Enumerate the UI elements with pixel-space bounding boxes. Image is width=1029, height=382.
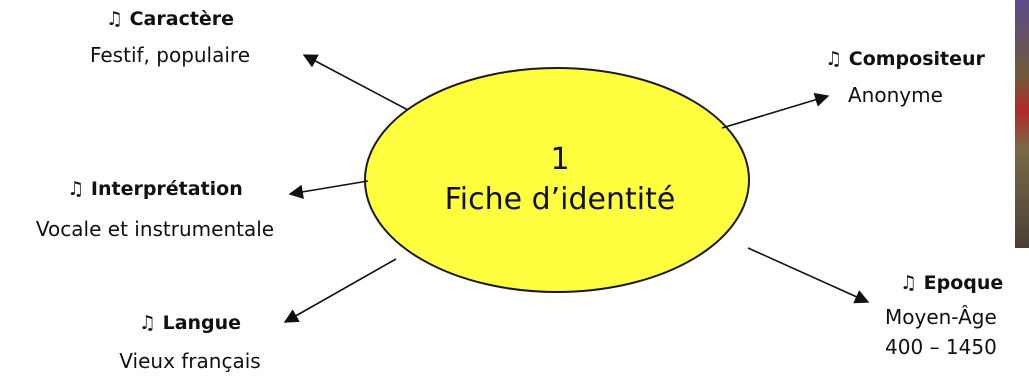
arrow-to-interpretation <box>288 180 369 199</box>
center-number: 1 <box>550 142 570 177</box>
cropped-picture-edge <box>1015 0 1029 248</box>
node-langue: ♫ Langue Vieux français <box>70 310 310 374</box>
arrow-to-epoque <box>747 247 870 304</box>
node-heading: Langue <box>162 312 242 334</box>
music-note-icon: ♫ <box>105 8 123 30</box>
node-value: Vieux français <box>119 349 261 373</box>
node-compositeur: ♫ Compositeur Anonyme <box>790 46 1020 108</box>
node-value: Anonyme <box>848 83 943 107</box>
center-title: Fiche d’identité <box>444 182 676 217</box>
arrow-to-compositeur <box>721 92 830 129</box>
node-value-dates: 400 – 1450 <box>885 335 997 359</box>
node-caractere: ♫ Caractère Festif, populaire <box>40 6 300 68</box>
node-value: Moyen-Âge <box>885 305 997 329</box>
music-note-icon: ♫ <box>67 178 85 200</box>
node-epoque: ♫ Epoque Moyen-Âge 400 – 1450 <box>870 270 1029 360</box>
music-note-icon: ♫ <box>825 48 843 70</box>
node-value: Vocale et instrumentale <box>35 217 275 241</box>
music-note-icon: ♫ <box>900 272 918 294</box>
arrow-to-caractere <box>302 54 409 111</box>
node-interpretation: ♫ Interprétation Vocale et instrumentale <box>0 176 310 242</box>
arrow-to-langue <box>283 258 397 323</box>
node-heading: Interprétation <box>90 178 243 200</box>
music-note-icon: ♫ <box>138 312 156 334</box>
node-heading: Caractère <box>129 8 235 30</box>
node-heading: Epoque <box>923 272 1004 294</box>
center-ellipse <box>364 67 750 293</box>
node-value: Festif, populaire <box>89 43 251 67</box>
node-heading: Compositeur <box>848 48 985 70</box>
center-label: 1 Fiche d’identité <box>400 140 720 220</box>
